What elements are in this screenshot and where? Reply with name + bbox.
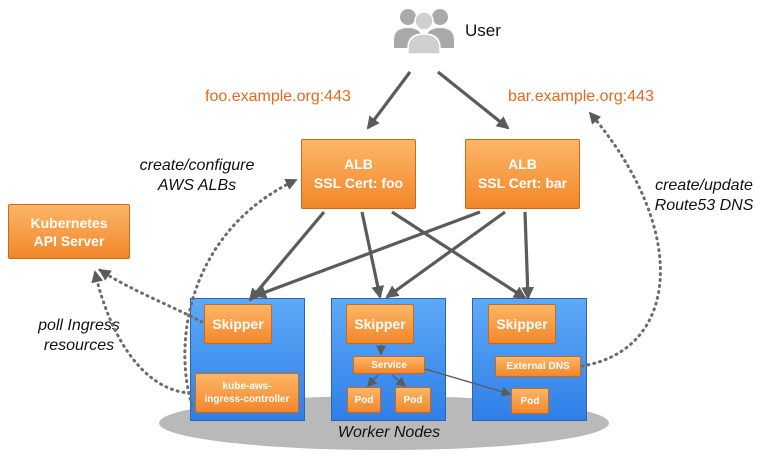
alb-bar[interactable]: ALB SSL Cert: bar: [465, 139, 580, 209]
host-foo: foo.example.org:443: [205, 88, 351, 105]
kubernetes-api-server[interactable]: Kubernetes API Server: [8, 204, 130, 259]
external-dns[interactable]: External DNS: [495, 356, 581, 377]
alb-bar-title: ALB: [508, 156, 537, 172]
note-route53: create/update Route53 DNS: [654, 177, 754, 214]
alb-foo-title: ALB: [344, 156, 373, 172]
kube-aws-ingress-controller[interactable]: kube-aws- ingress-controller: [195, 373, 299, 413]
service[interactable]: Service: [353, 356, 425, 374]
alb-bar-cert: SSL Cert: bar: [477, 175, 568, 191]
alb-foo[interactable]: ALB SSL Cert: foo: [301, 139, 416, 209]
skipper-1[interactable]: Skipper: [204, 304, 272, 344]
user-label: User: [465, 21, 501, 40]
note-create-albs: create/configure AWS ALBs: [139, 157, 255, 194]
host-bar: bar.example.org:443: [508, 88, 654, 105]
skipper-3[interactable]: Skipper: [488, 304, 556, 344]
pod-3[interactable]: Pod: [511, 388, 549, 414]
alb-foo-cert: SSL Cert: foo: [313, 175, 404, 191]
pod-1[interactable]: Pod: [347, 387, 381, 413]
note-poll-ingress: poll Ingress resources: [38, 317, 120, 354]
worker-nodes-label: Worker Nodes: [337, 424, 441, 441]
users-icon: [394, 9, 454, 54]
skipper-2[interactable]: Skipper: [346, 304, 414, 344]
pod-2[interactable]: Pod: [395, 387, 431, 413]
